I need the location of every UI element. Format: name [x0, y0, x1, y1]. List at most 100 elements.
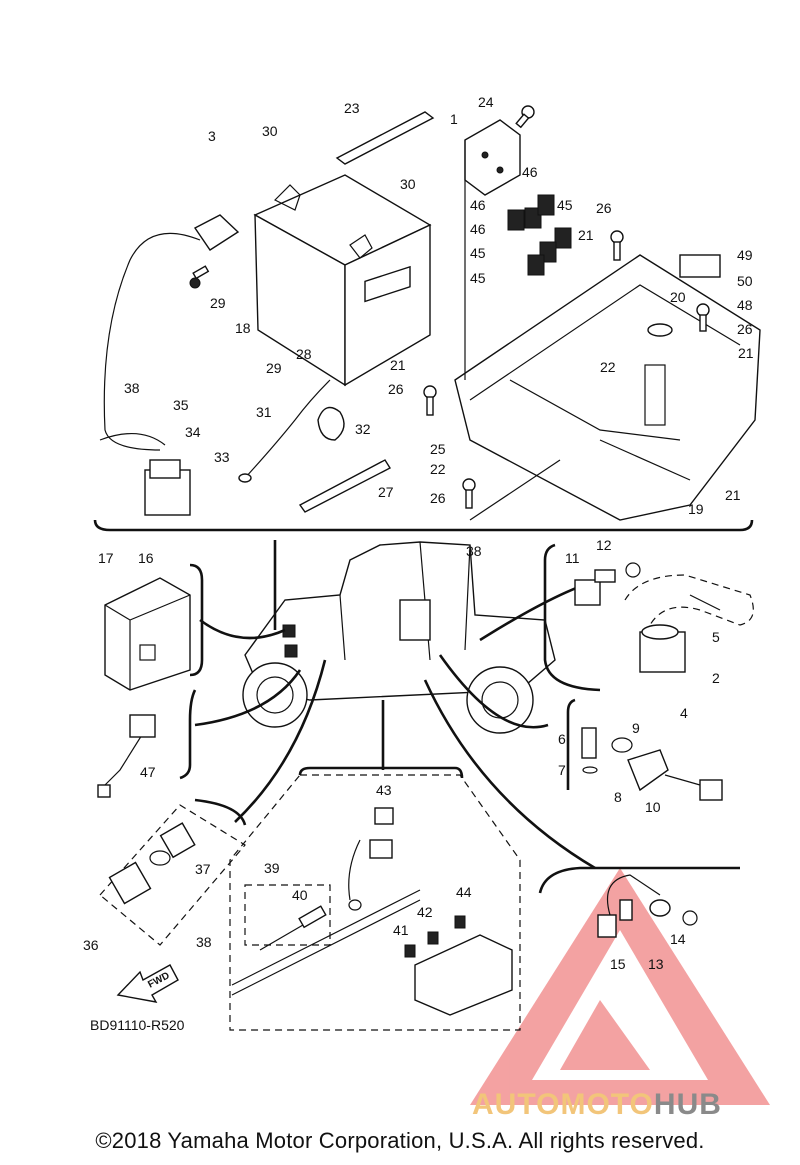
callout-26c: 26 [388, 381, 404, 397]
callout-20: 20 [670, 289, 686, 305]
ignition-coil [624, 574, 754, 673]
vehicle-outline [242, 541, 556, 734]
callout-33: 33 [214, 449, 230, 465]
cdi-unit [104, 577, 191, 691]
callout-8: 8 [614, 789, 622, 805]
callout-47: 47 [140, 764, 156, 780]
bolt-26a [610, 230, 624, 261]
leader-36 [234, 659, 327, 823]
callout-2: 2 [712, 670, 720, 686]
callout-7: 7 [558, 762, 566, 778]
callout-26a: 26 [596, 200, 612, 216]
callout-labels: 1 2 3 4 5 6 7 8 9 10 11 12 13 14 15 16 1… [83, 94, 754, 1033]
callout-13: 13 [648, 956, 664, 972]
copyright-notice: ©2018 Yamaha Motor Corporation, U.S.A. A… [95, 1128, 705, 1153]
relays [507, 194, 572, 276]
watermark-logo [470, 868, 770, 1105]
callout-21b: 21 [390, 357, 406, 373]
callout-9: 9 [632, 720, 640, 736]
callout-40: 40 [292, 887, 308, 903]
leader-6 [438, 654, 549, 729]
callout-26d: 26 [430, 490, 446, 506]
callout-4: 4 [680, 705, 688, 721]
callout-41: 41 [393, 922, 409, 938]
callout-24: 24 [478, 94, 494, 110]
watermark-auto: AUTO [472, 1088, 560, 1121]
leader-16 [199, 618, 286, 640]
callout-19: 19 [688, 501, 704, 517]
callout-5: 5 [712, 629, 720, 645]
callout-35: 35 [173, 397, 189, 413]
callout-38a: 38 [124, 380, 140, 396]
callout-21a: 21 [578, 227, 594, 243]
callout-29b: 29 [266, 360, 282, 376]
harness-detail-box [229, 774, 521, 1031]
callout-29a: 29 [210, 295, 226, 311]
callout-37: 37 [195, 861, 211, 877]
callout-43: 43 [376, 782, 392, 798]
callout-21d: 21 [725, 487, 741, 503]
callout-10: 10 [645, 799, 661, 815]
top-section-bracket [93, 519, 754, 532]
watermark-moto: MOTO [560, 1088, 653, 1121]
fwd-arrow: FWD [116, 964, 179, 1003]
clamp-32 [317, 406, 345, 441]
battery [253, 174, 432, 387]
bracket-right-11 [543, 543, 601, 692]
callout-30b: 30 [400, 176, 416, 192]
diagram-code: BD91110-R520 [90, 1017, 185, 1033]
callout-46b: 46 [470, 197, 486, 213]
callout-46c: 46 [470, 221, 486, 237]
leader-13 [423, 679, 596, 870]
pickup-coil [611, 737, 723, 801]
callout-16: 16 [138, 550, 154, 566]
callout-38c: 38 [196, 934, 212, 950]
callout-3: 3 [208, 128, 216, 144]
bolt-26b [696, 303, 710, 332]
callout-46a: 46 [522, 164, 538, 180]
cable-tie-27 [298, 459, 391, 513]
watermark-hub: HUB [654, 1088, 722, 1121]
battery-box [454, 254, 761, 521]
callout-22b: 22 [430, 461, 446, 477]
callout-31: 31 [256, 404, 272, 420]
callout-45a: 45 [557, 197, 573, 213]
battery-strap [335, 111, 435, 165]
callout-32: 32 [355, 421, 371, 437]
callout-36: 36 [83, 937, 99, 953]
bolt-26c [423, 385, 437, 416]
leader-47 [194, 669, 302, 727]
battery-cable [103, 232, 201, 451]
callout-12: 12 [596, 537, 612, 553]
bracket-bottom-38 [298, 766, 464, 779]
callout-25: 25 [430, 441, 446, 457]
bracket-left-47 [179, 689, 197, 780]
callout-44: 44 [456, 884, 472, 900]
callout-39: 39 [264, 860, 280, 876]
bolt-29 [189, 265, 210, 289]
temperature-sensor [574, 562, 641, 606]
bracket-bottom-13 [538, 866, 740, 894]
speed-sensor [97, 714, 156, 798]
callout-45c: 45 [470, 270, 486, 286]
bracket-left-36 [194, 798, 247, 826]
callout-18: 18 [235, 320, 251, 336]
neutral-switch-group [99, 804, 246, 946]
callout-1: 1 [450, 111, 458, 127]
callout-11: 11 [565, 550, 580, 566]
callout-48: 48 [737, 297, 753, 313]
callout-23: 23 [344, 100, 360, 116]
callout-22a: 22 [600, 359, 616, 375]
callout-14: 14 [670, 931, 686, 947]
callout-30a: 30 [262, 123, 278, 139]
callout-6: 6 [558, 731, 566, 747]
negative-cable [244, 379, 331, 479]
callout-34: 34 [185, 424, 201, 440]
callout-42: 42 [417, 904, 433, 920]
starter-relay [99, 432, 191, 516]
bolt-26d [462, 478, 476, 509]
crank-sensor [597, 874, 698, 938]
callout-28: 28 [296, 346, 312, 362]
callout-17: 17 [98, 550, 114, 566]
